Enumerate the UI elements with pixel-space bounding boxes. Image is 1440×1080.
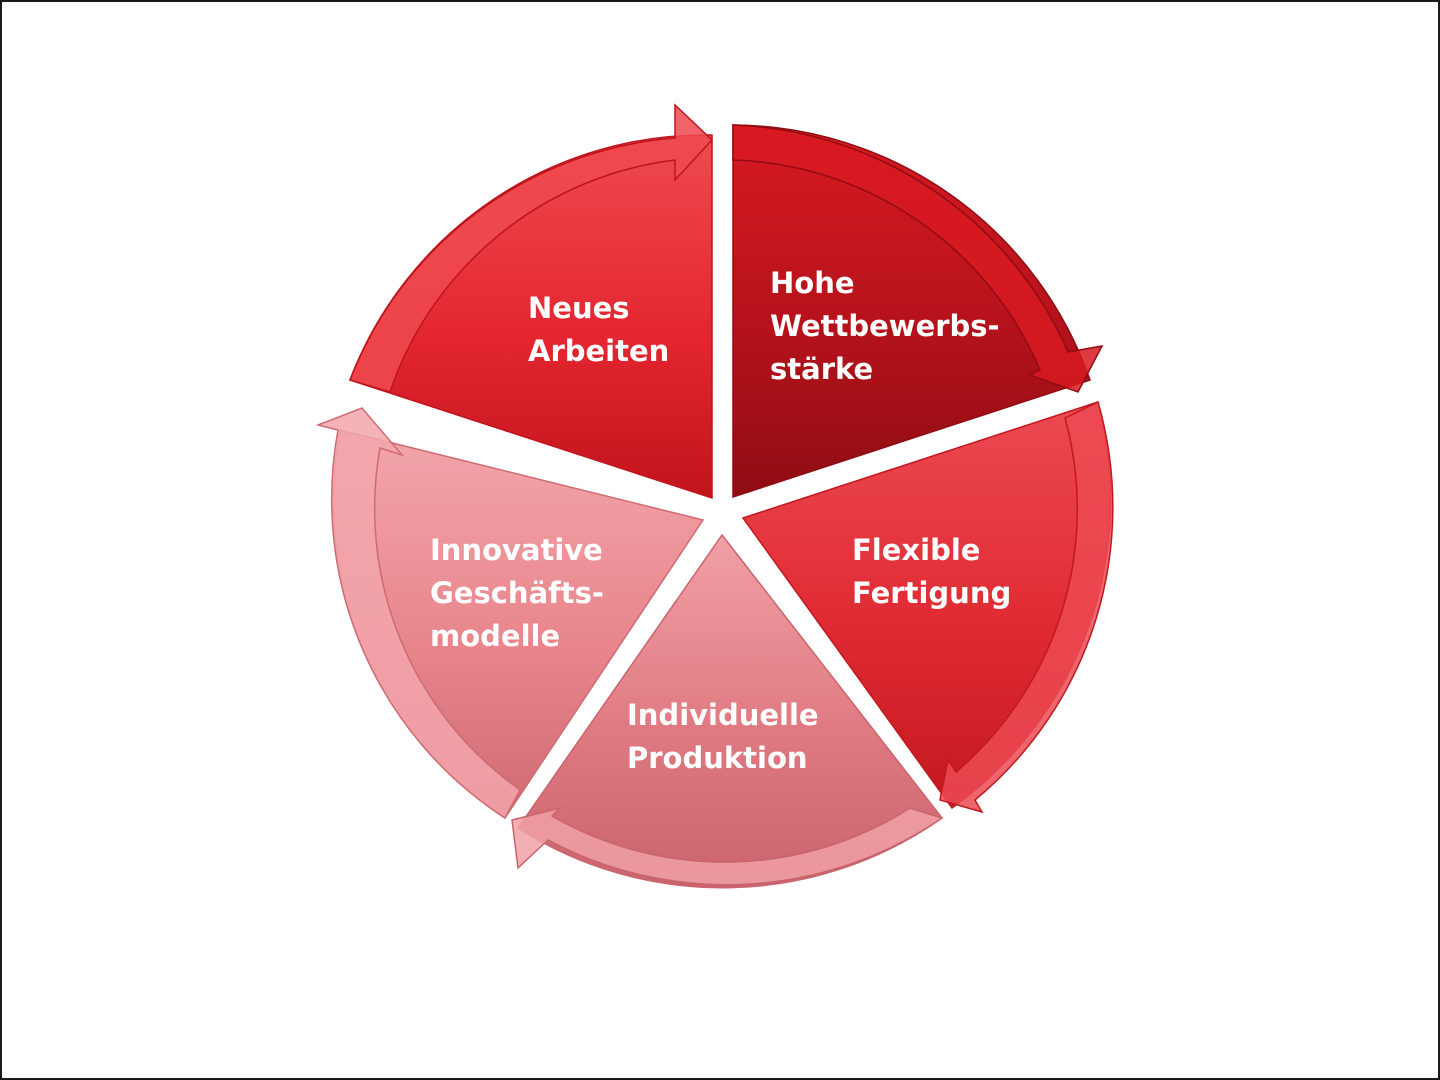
segment-individuelle-produktion-label: Individuelle Produktion bbox=[627, 698, 829, 775]
segment-innovative-geschaeftsmodelle-label: Innovative Geschäfts- modelle bbox=[430, 533, 614, 653]
segment-neues-arbeiten-label: Neues Arbeiten bbox=[528, 291, 669, 368]
segment-neues-arbeiten-arrow bbox=[349, 103, 714, 393]
segment-individuelle-produktion-arrow bbox=[511, 806, 944, 886]
segment-innovative-geschaeftsmodelle-arrow bbox=[315, 407, 521, 820]
segment-hohe-wettbewerbsstaerke-label: Hohe Wettbewerbs- stärke bbox=[770, 266, 1010, 386]
segment-hohe-wettbewerbsstaerke-arrow bbox=[732, 124, 1104, 393]
segment-innovative-geschaeftsmodelle: Innovative Geschäfts- modelle bbox=[315, 407, 705, 820]
segment-hohe-wettbewerbsstaerke: Hohe Wettbewerbs- stärke bbox=[732, 124, 1104, 499]
segment-hohe-wettbewerbsstaerke-wedge bbox=[732, 124, 1091, 499]
segment-neues-arbeiten: Neues Arbeiten bbox=[349, 103, 714, 500]
segment-individuelle-produktion: Individuelle Produktion bbox=[511, 533, 944, 889]
segment-flexible-fertigung-arrow bbox=[939, 400, 1114, 814]
segment-flexible-fertigung-label: Flexible Fertigung bbox=[852, 533, 1011, 610]
segment-flexible-fertigung: Flexible Fertigung bbox=[741, 400, 1114, 814]
